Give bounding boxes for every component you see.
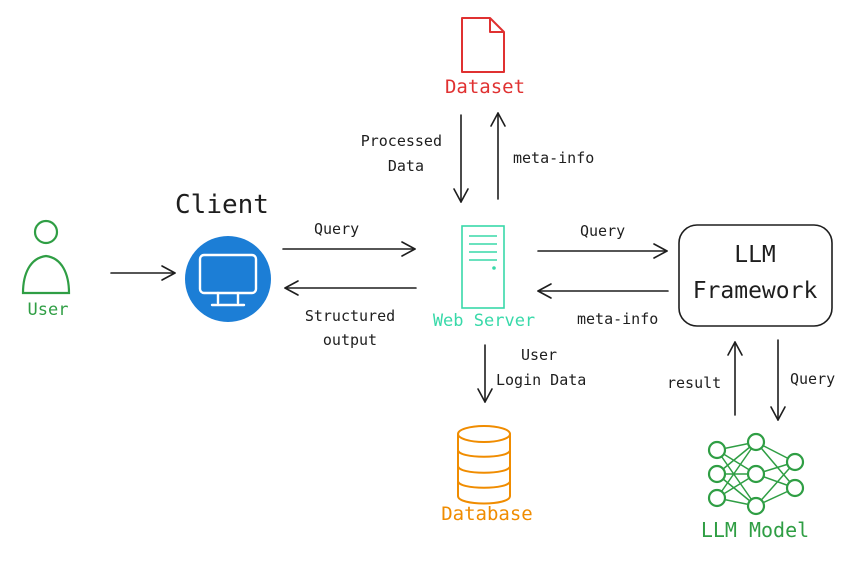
client-label: Client: [175, 190, 269, 220]
arrow-server-to-framework: [537, 243, 668, 259]
neural-network-icon: [707, 432, 805, 516]
edge-label-model-to-framework: result: [667, 374, 722, 392]
arrow-dataset-to-server: [453, 114, 469, 203]
arrow-user-to-client: [110, 265, 176, 281]
llm-framework-label-line2: Framework: [692, 278, 818, 304]
edge-label-server-to-framework: Query: [580, 222, 626, 240]
arrow-framework-to-server: [537, 283, 669, 299]
arrow-client-to-server: [282, 241, 416, 257]
arrow-model-to-framework: [727, 341, 743, 416]
arrow-framework-to-model: [770, 339, 786, 421]
person-icon: [21, 219, 71, 295]
database-label: Database: [441, 503, 533, 525]
file-icon: [461, 17, 505, 73]
user-label: User: [27, 300, 69, 320]
monitor-icon: [185, 236, 271, 322]
edge-label-server-to-database-line1: User: [520, 346, 558, 364]
arrow-server-to-client: [284, 280, 417, 296]
arrow-server-to-database: [477, 344, 493, 403]
edge-label-dataset-to-server-line1: Processed: [360, 132, 442, 150]
edge-label-client-to-server: Query: [314, 220, 360, 238]
llm-framework-label-line1: LLM: [734, 242, 776, 268]
edge-label-server-to-dataset: meta-info: [513, 149, 595, 167]
edge-label-framework-to-server: meta-info: [577, 310, 659, 328]
edge-label-server-to-database-line2: Login Data: [496, 371, 587, 389]
edge-label-framework-to-model: Query: [790, 370, 836, 388]
database-cylinder-icon: [457, 425, 511, 505]
web-server-label: Web Server: [432, 311, 536, 331]
llm-model-label: LLM Model: [700, 518, 810, 542]
edge-label-server-to-client-line2: output: [322, 331, 378, 349]
dataset-label: Dataset: [444, 76, 526, 98]
edge-label-dataset-to-server-line2: Data: [387, 157, 424, 175]
edge-label-server-to-client-line1: Structured: [304, 307, 396, 325]
server-tower-icon: [461, 225, 505, 309]
llm-framework-box: [678, 224, 833, 327]
arrow-server-to-dataset: [490, 112, 506, 200]
